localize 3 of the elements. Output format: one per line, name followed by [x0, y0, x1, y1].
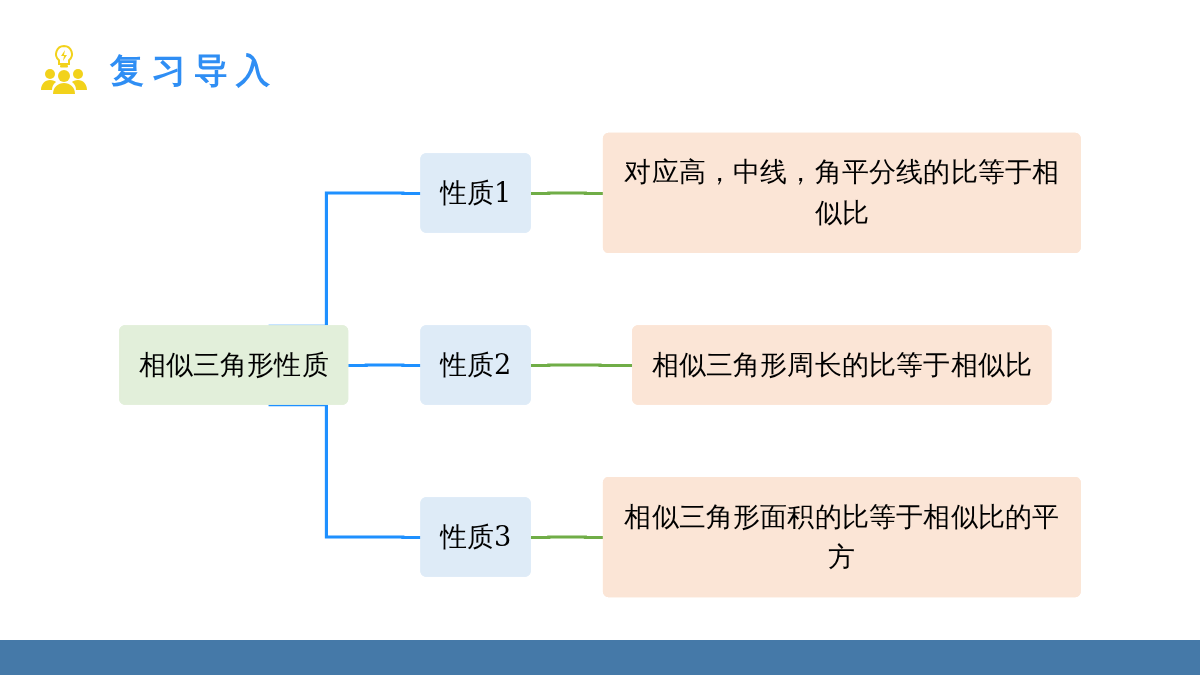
connector	[530, 191, 604, 196]
title: 复习导入	[110, 49, 278, 91]
connector	[530, 535, 604, 540]
